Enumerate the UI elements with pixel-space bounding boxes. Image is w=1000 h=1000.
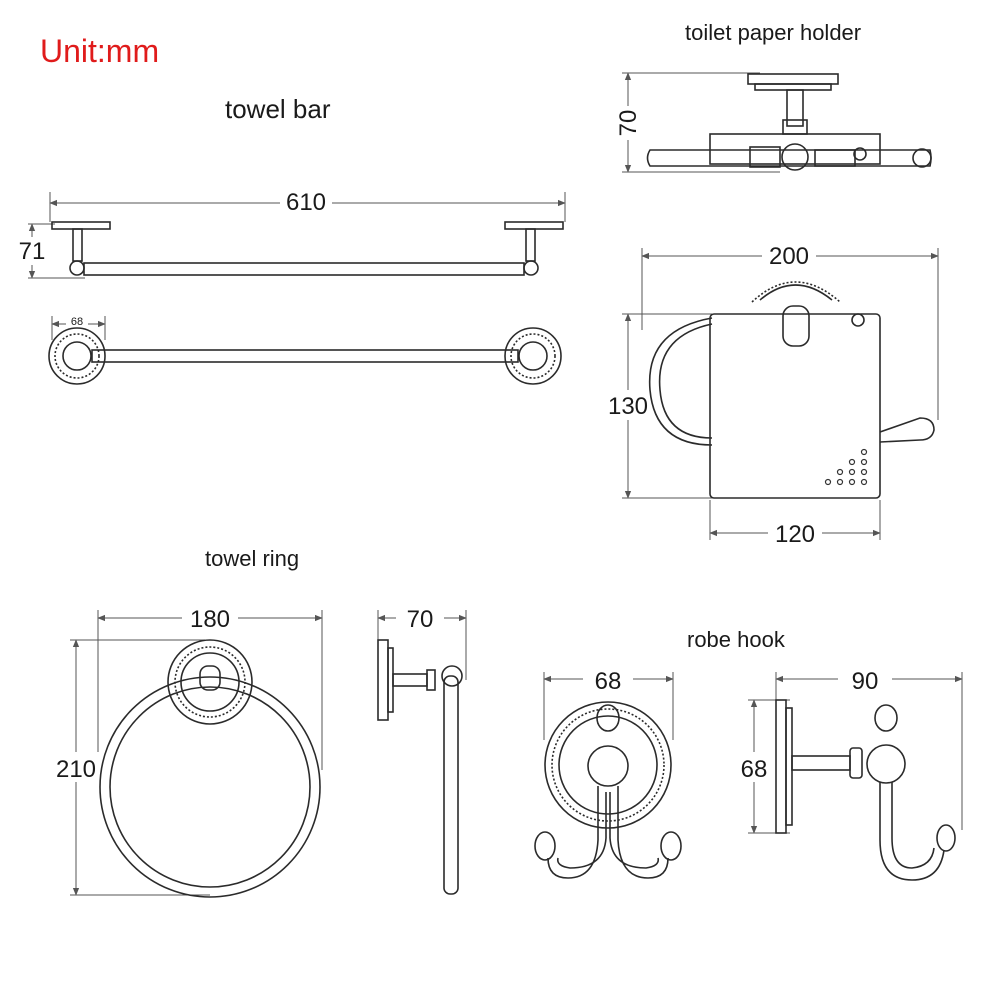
label-mask: [280, 188, 332, 216]
towel-bar-height-label: 71: [19, 238, 46, 265]
robe-hook-depth-label: 90: [852, 668, 879, 695]
towel-bar-length-label: 610: [286, 189, 326, 216]
towel-ring-height-label: 210: [56, 756, 96, 783]
holder-height-label: 130: [608, 393, 648, 420]
towel-ring-title: towel ring: [205, 546, 299, 571]
towel-ring-front-view: [99, 639, 321, 898]
holder-top-view: [646, 73, 932, 171]
robe-hook-width-label: 68: [595, 668, 622, 695]
label-mask: [16, 237, 48, 265]
holder-cover-width-label: 120: [775, 521, 815, 548]
toilet-paper-holder-section: toilet paper holder 70 200: [604, 20, 939, 548]
holder-cover-dots: [824, 448, 868, 486]
holder-width-label: 200: [769, 243, 809, 270]
towel-ring-side-view: [377, 639, 463, 895]
robe-hook-title: robe hook: [687, 627, 786, 652]
robe-hook-height-label: 68: [741, 756, 768, 783]
robe-hook-section: robe hook 68 90: [534, 627, 963, 881]
towel-bar-title: towel bar: [225, 94, 331, 124]
towel-bar-side-view: [51, 221, 564, 276]
unit-label: Unit:mm: [40, 33, 159, 69]
holder-depth-label: 70: [615, 110, 642, 137]
towel-ring-width-label: 180: [190, 606, 230, 633]
toilet-paper-holder-title: toilet paper holder: [685, 20, 861, 45]
towel-ring-section: towel ring 180 210 70: [50, 546, 467, 898]
towel-ring-depth-label: 70: [407, 606, 434, 633]
towel-bar-section: towel bar 610 71 68: [16, 94, 566, 385]
towel-bar-rosette-label: 68: [71, 316, 83, 328]
robe-hook-front-view: [534, 701, 682, 879]
towel-bar-top-view: 68: [48, 314, 562, 385]
robe-hook-side-view: [775, 699, 956, 881]
holder-front-view: [648, 281, 935, 499]
